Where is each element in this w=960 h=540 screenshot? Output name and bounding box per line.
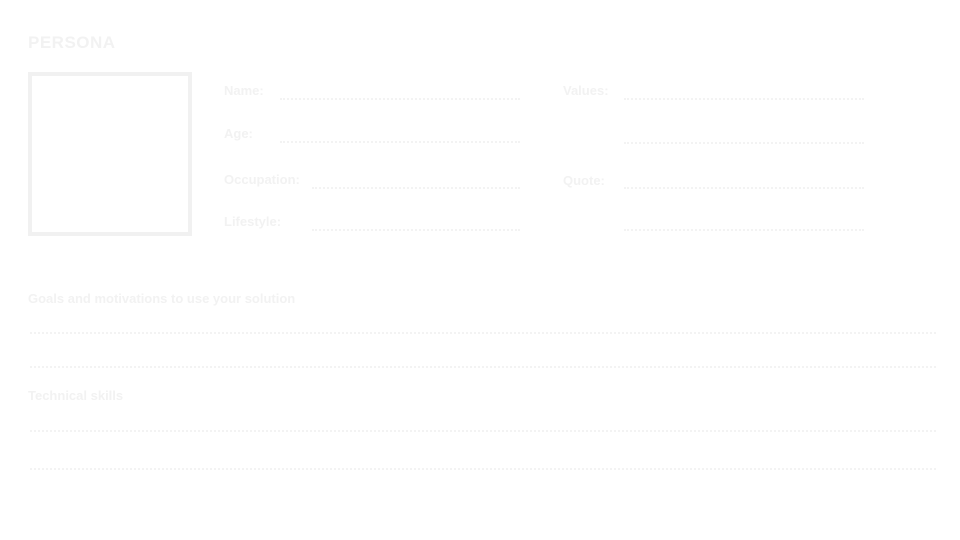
age-line[interactable] (280, 141, 520, 143)
name-label: Name: (224, 83, 264, 98)
quote-line-1[interactable] (624, 187, 864, 189)
persona-photo-frame[interactable] (28, 72, 192, 236)
goals-line-2[interactable] (30, 366, 936, 368)
age-label: Age: (224, 126, 253, 141)
values-label: Values: (563, 83, 609, 98)
values-line-2[interactable] (624, 142, 864, 144)
occupation-label: Occupation: (224, 172, 300, 187)
goals-heading: Goals and motivations to use your soluti… (28, 291, 296, 306)
lifestyle-label: Lifestyle: (224, 214, 282, 229)
page-title: PERSONA (28, 33, 116, 52)
quote-label: Quote: (563, 173, 605, 188)
goals-line-1[interactable] (30, 332, 936, 334)
technical-line-1[interactable] (30, 430, 936, 432)
technical-heading: Technical skills (28, 388, 124, 403)
quote-line-2[interactable] (624, 229, 864, 231)
lifestyle-line[interactable] (312, 229, 520, 231)
occupation-line[interactable] (312, 187, 520, 189)
name-line[interactable] (280, 98, 520, 100)
technical-line-2[interactable] (30, 468, 936, 470)
values-line-1[interactable] (624, 98, 864, 100)
